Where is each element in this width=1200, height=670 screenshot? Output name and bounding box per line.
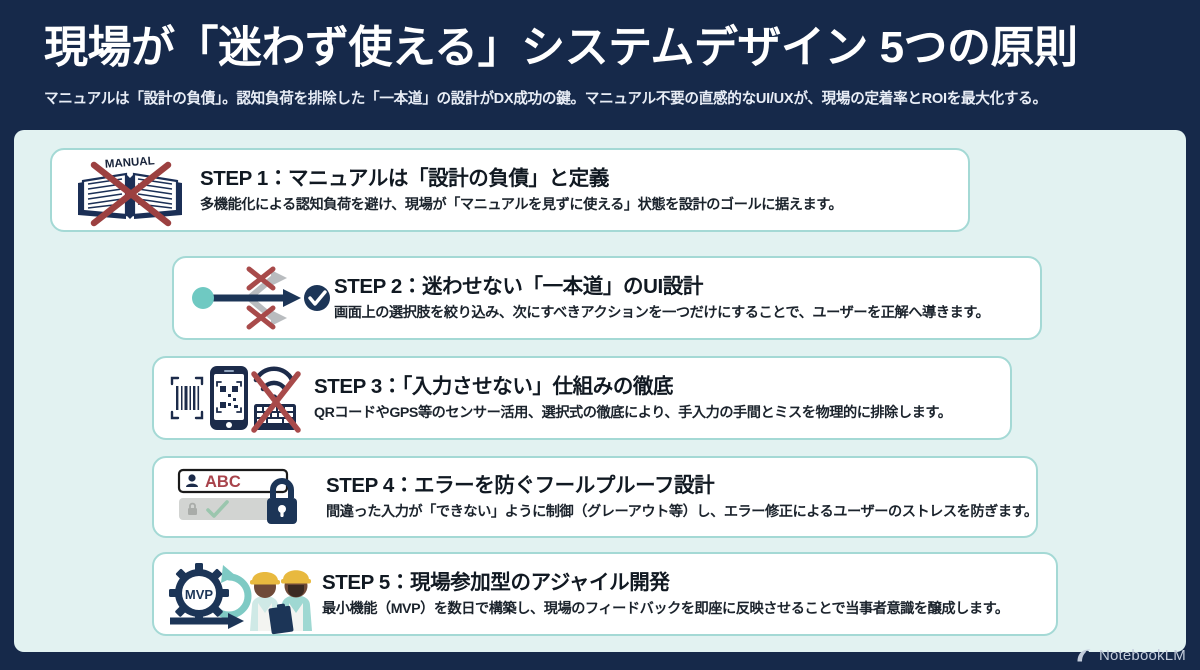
step-2-heading: STEP 2：迷わせない「一本道」のUI設計 — [334, 274, 703, 298]
step-3-description: QRコードやGPS等のセンサー活用、選択式の徹底により、手入力の手間とミスを物理… — [314, 404, 952, 421]
step-1-description: 多機能化による認知負荷を避け、現場が「マニュアルを見ずに使える」状態を設計のゴー… — [200, 196, 843, 213]
page-title: 現場が「迷わず使える」システムデザイン 5つの原則 — [44, 23, 1078, 72]
step-card-5[interactable]: MVP — [152, 552, 1058, 636]
page-subtitle: マニュアルは「設計の負債」。認知負荷を排除した「一本道」の設計がDX成功の鍵。マ… — [44, 91, 1047, 107]
notebooklm-logo-icon — [1077, 649, 1091, 662]
mvp-gear-cycle-workers-icon: MVP — [162, 555, 322, 635]
single-path-arrow-checkmark-icon — [182, 261, 334, 335]
step-3-heading: STEP 3：「入力させない」仕組みの徹底 — [314, 374, 674, 398]
step-1-text: STEP 1：マニュアルは「設計の負債」と定義 多機能化による認知負荷を避け、現… — [200, 166, 954, 215]
step-2-text: STEP 2：迷わせない「一本道」のUI設計 画面上の選択肢を絞り込み、次にすべ… — [334, 274, 1026, 323]
header: 現場が「迷わず使える」システムデザイン 5つの原則 マニュアルは「設計の負債」。… — [0, 0, 1200, 128]
step-card-3[interactable]: STEP 3：「入力させない」仕組みの徹底 QRコードやGPS等のセンサー活用、… — [152, 356, 1012, 440]
manual-book-label: MANUAL — [105, 155, 156, 170]
locked-form-fields-padlock-icon: ABC — [168, 466, 326, 528]
step-4-heading: STEP 4：エラーを防ぐフールプルーフ設計 — [326, 473, 715, 497]
step-5-heading: STEP 5：現場参加型のアジャイル開発 — [322, 570, 670, 594]
form-field-value: ABC — [205, 473, 241, 491]
step-card-1[interactable]: MANUAL — [50, 148, 970, 232]
step-card-2[interactable]: STEP 2：迷わせない「一本道」のUI設計 画面上の選択肢を絞り込み、次にすべ… — [172, 256, 1042, 340]
step-4-text: STEP 4：エラーを防ぐフールプルーフ設計 間違った入力が「できない」ように制… — [326, 473, 1038, 522]
barcode-qr-phone-crossed-keyboard-icon — [164, 360, 314, 436]
step-5-description: 最小機能（MVP）を数日で構築し、現場のフィードバックを即座に反映させることで当… — [322, 600, 1009, 617]
mvp-gear-label: MVP — [185, 587, 214, 602]
watermark: NotebookLM — [1076, 647, 1186, 664]
step-1-heading: STEP 1：マニュアルは「設計の負債」と定義 — [200, 166, 609, 190]
step-4-description: 間違った入力が「できない」ように制御（グレーアウト等）し、エラー修正によるユーザ… — [326, 503, 1038, 520]
crossed-out-manual-book-icon: MANUAL — [60, 153, 200, 227]
step-2-description: 画面上の選択肢を絞り込み、次にすべきアクションを一つだけにすることで、ユーザーを… — [334, 304, 990, 321]
watermark-label: NotebookLM — [1098, 647, 1186, 664]
step-5-text: STEP 5：現場参加型のアジャイル開発 最小機能（MVP）を数日で構築し、現場… — [322, 570, 1042, 619]
step-3-text: STEP 3：「入力させない」仕組みの徹底 QRコードやGPS等のセンサー活用、… — [314, 374, 996, 423]
step-card-4[interactable]: ABC STEP 4：エラーを防ぐフールプルーフ設計 間違った入力が「できない」… — [152, 456, 1038, 538]
